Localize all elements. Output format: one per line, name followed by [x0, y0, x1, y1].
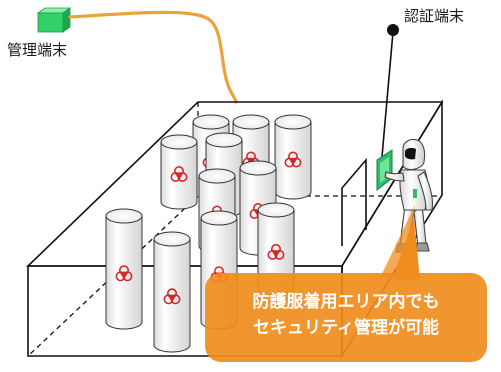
auth-terminal-pointer — [380, 24, 399, 169]
callout-line-1: 防護服着用エリア内でも — [252, 292, 440, 312]
management-terminal-label: 管理端末 — [7, 41, 68, 59]
biohazard-icon — [163, 288, 181, 305]
management-terminal-cube-icon — [36, 7, 72, 33]
sample-cylinder — [153, 231, 191, 353]
callout-text: 防護服着用エリア内でも セキュリティ管理が可能 — [210, 289, 482, 341]
auth-terminal-label: 認証端末 — [404, 7, 465, 25]
sample-cylinder — [274, 114, 312, 200]
chamber-door — [341, 157, 367, 246]
biohazard-icon — [284, 151, 302, 168]
sample-cylinder — [160, 134, 198, 210]
callout-line-2: セキュリティ管理が可能 — [253, 318, 439, 338]
sample-containers — [105, 114, 312, 353]
biohazard-icon — [170, 166, 188, 183]
auth-terminal-icon — [376, 149, 393, 192]
network-cable — [68, 10, 238, 104]
callout-bubble — [205, 205, 487, 362]
biohazard-icon — [115, 265, 133, 282]
sample-cylinder — [105, 208, 143, 330]
biohazard-icon — [267, 243, 285, 260]
